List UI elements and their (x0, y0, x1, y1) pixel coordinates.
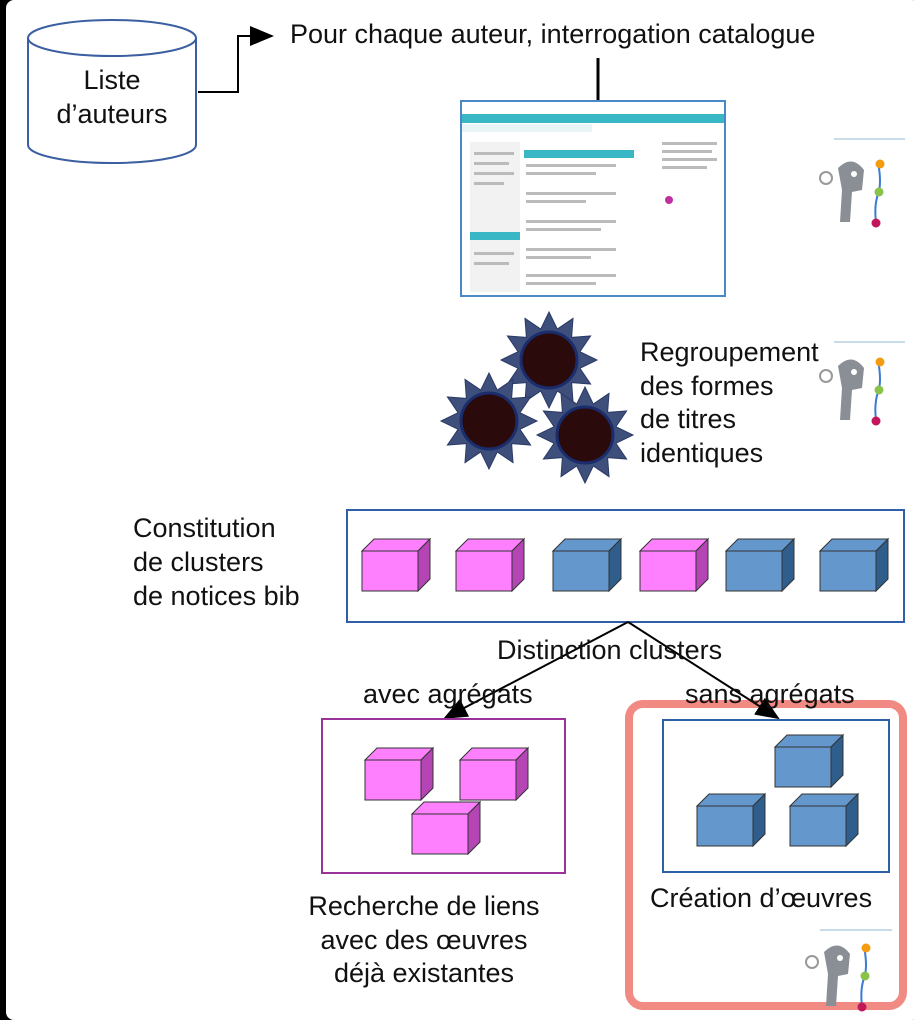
sans-label: sans agrégats (685, 679, 855, 709)
constitution-line-1: Constitution (133, 513, 276, 543)
regroup-line-2: des formes (640, 371, 774, 401)
cluster-cube-pink (638, 537, 710, 593)
avec-label: avec agrégats (363, 679, 533, 709)
recherche-line-3: déjà existantes (333, 958, 515, 988)
aggregate-cube-pink (363, 746, 435, 802)
new-work-cube-blue (773, 733, 845, 789)
aggregate-cube-pink (410, 800, 482, 856)
arrow-avec (443, 621, 629, 719)
title-grouping-icons (439, 310, 635, 485)
arrow-sans (627, 621, 780, 720)
recherche-line-1: Recherche de liens (308, 891, 540, 921)
constitution-line-3: de notices bib (133, 581, 300, 611)
creation-label: Création d’œuvres (650, 883, 873, 913)
liste-label: Liste (83, 65, 141, 95)
top-label: Pour chaque auteur, interrogation catalo… (290, 19, 816, 49)
auteurs-label: d’auteurs (56, 99, 168, 129)
cluster-cube-pink (454, 537, 526, 593)
catalogue-screenshot (460, 100, 726, 297)
cluster-cube-blue (724, 537, 796, 593)
new-work-cube-blue (695, 792, 767, 848)
grouping-burst-icon (535, 385, 635, 485)
aggregate-cube-pink (458, 746, 530, 802)
grouping-burst-icon (499, 310, 599, 410)
clusters-box (346, 509, 905, 623)
robot-icon (805, 943, 871, 1012)
author-list-database-icon (27, 19, 197, 164)
db-connector (198, 26, 274, 93)
regroup-line-4: identiques (640, 438, 764, 468)
grouping-burst-icon (439, 371, 539, 471)
cluster-cube-pink (360, 537, 432, 593)
regroup-line-1: Regroupement (640, 337, 819, 367)
distinction-label: Distinction clusters (497, 635, 723, 665)
new-work-cube-blue (788, 792, 860, 848)
robot-icon (819, 357, 885, 426)
cluster-cube-blue (551, 537, 623, 593)
regroup-line-3: de titres (640, 404, 737, 434)
cluster-cube-blue (818, 537, 890, 593)
constitution-line-2: de clusters (133, 547, 264, 577)
recherche-line-2: avec des œuvres (320, 925, 528, 955)
robot-icon (819, 159, 885, 228)
